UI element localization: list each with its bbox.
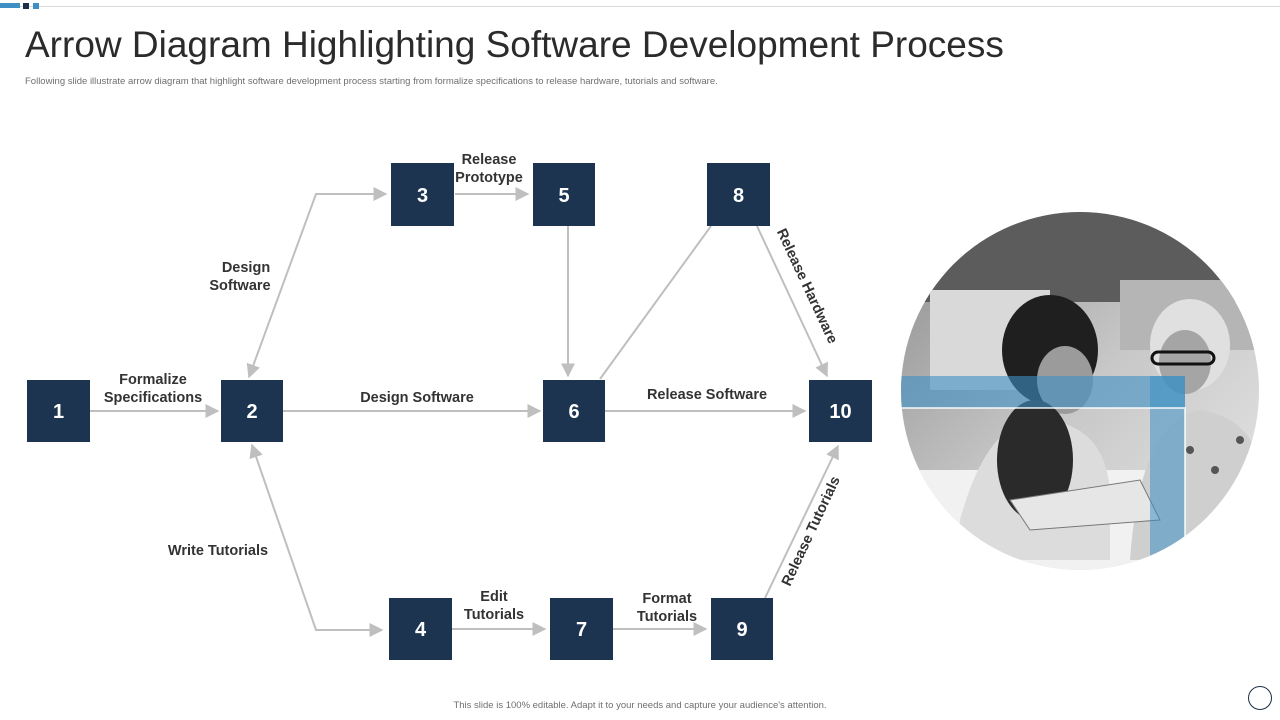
label-write-tutorials: Write Tutorials [168,543,268,559]
label-release-tutorials: Release Tutorials [779,474,844,589]
node-5: 5 [533,163,595,226]
page-subtitle: Following slide illustrate arrow diagram… [25,76,718,87]
svg-text:9: 9 [736,619,747,641]
accent-bar [0,3,20,8]
label-edit-tutorials-line2: Tutorials [464,607,524,623]
arrow-2-4 [249,443,384,637]
node-1: 1 [27,380,90,442]
node-6: 6 [543,380,605,442]
svg-text:4: 4 [415,619,427,641]
node-3: 3 [391,163,454,226]
accent-square-dark [23,3,29,9]
label-design-upper-line2: Software [209,278,270,294]
node-8: 8 [707,163,770,226]
label-design-software: Design Software [360,390,474,406]
arrow-8-10 [756,225,829,378]
arrow-6-8 [599,225,712,380]
label-formalize-line2: Specifications [104,390,202,406]
node-2: 2 [221,380,283,442]
node-9: 9 [711,598,773,660]
svg-text:6: 6 [568,401,579,423]
svg-text:10: 10 [829,401,851,423]
node-10: 10 [809,380,872,442]
label-format-tutorials-line2: Tutorials [637,609,697,625]
svg-text:1: 1 [53,401,64,423]
node-7: 7 [550,598,613,660]
label-release-prototype-line1: Release [462,152,517,168]
label-release-hardware: Release Hardware [773,226,840,346]
label-design-upper-line1: Design [222,260,270,276]
footer-note: This slide is 100% editable. Adapt it to… [453,700,827,711]
svg-text:8: 8 [733,185,744,207]
corner-circle-icon [1248,686,1272,710]
node-4: 4 [389,598,452,660]
label-edit-tutorials-line1: Edit [480,589,508,605]
label-formalize-line1: Formalize [119,372,187,388]
svg-text:2: 2 [246,401,257,423]
svg-text:7: 7 [576,619,587,641]
arrow-2-3 [246,187,388,379]
svg-text:5: 5 [558,185,569,207]
top-divider [0,6,1280,7]
accent-square-blue [33,3,39,9]
svg-text:3: 3 [417,185,428,207]
label-format-tutorials-line1: Format [642,591,691,607]
arrow-9-10 [764,444,839,599]
label-release-prototype-line2: Prototype [455,170,523,186]
page-title: Arrow Diagram Highlighting Software Deve… [25,24,1004,65]
label-release-software: Release Software [647,387,767,403]
